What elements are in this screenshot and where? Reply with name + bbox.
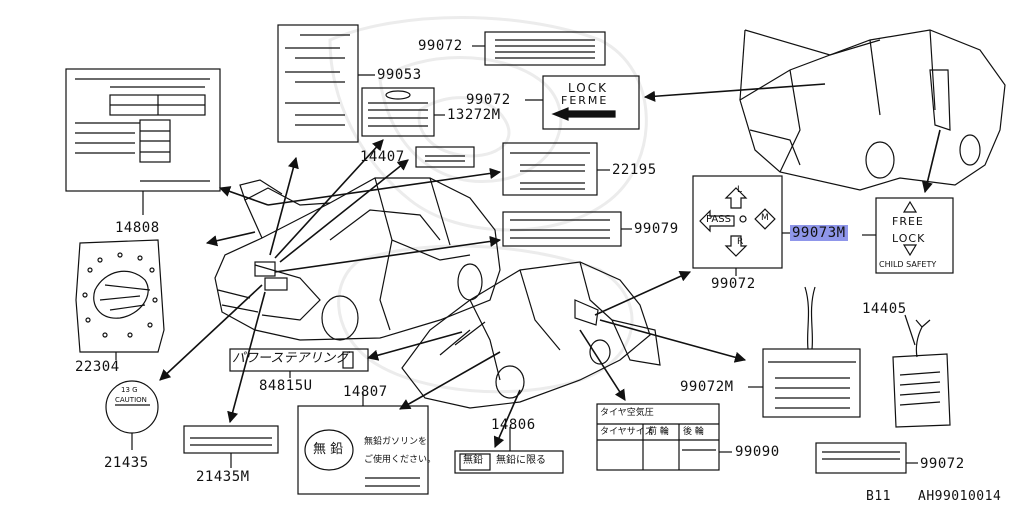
child-safety-text: CHILD SAFETY	[879, 260, 937, 269]
model-code: B11	[866, 489, 891, 504]
label-99053	[277, 24, 375, 143]
label-99072-bottom-right	[815, 442, 918, 474]
label-99072-top	[472, 31, 606, 66]
label-21435m	[183, 425, 279, 468]
unleaded-small-note: 無鉛に限る	[496, 455, 546, 466]
lock-text-2: LOCK	[892, 232, 926, 245]
tire-size-text: タイヤサイズ	[600, 427, 654, 437]
rear-wheel-text: 後 輪	[683, 427, 704, 437]
label-14407	[415, 146, 475, 168]
drawing-number: AH99010014	[918, 489, 1002, 504]
part-number-99072-bottom-right: 99072	[920, 456, 965, 472]
label-22304	[75, 239, 165, 360]
free-text: FREE	[892, 215, 924, 228]
label-14405	[892, 314, 951, 428]
label-13272m	[361, 87, 445, 137]
pass-text: PASS	[706, 214, 731, 225]
switch-l-text: L	[737, 185, 743, 195]
unleaded-note-line2: ご使用ください。	[364, 455, 437, 465]
part-number-14405: 14405	[862, 301, 907, 317]
part-number-99053: 99053	[377, 67, 422, 83]
lock-text: LOCK	[568, 81, 608, 95]
label-99073m	[862, 197, 954, 274]
front-wheel-text: 前 輪	[648, 427, 669, 437]
part-number-99079: 99079	[634, 221, 679, 237]
part-number-99072m: 99072M	[680, 379, 734, 395]
tire-pressure-header: タイヤ空気圧	[600, 408, 654, 418]
label-99072-switch	[692, 175, 790, 276]
label-22195	[502, 142, 610, 196]
label-99072m	[748, 286, 861, 418]
part-number-14808: 14808	[115, 220, 160, 236]
unleaded-kanji-text: 無 鉛	[313, 442, 344, 457]
part-number-14807: 14807	[343, 384, 388, 400]
part-number-21435: 21435	[104, 455, 149, 471]
label-14808	[65, 68, 221, 215]
part-number-21435m: 21435M	[196, 469, 250, 485]
switch-m-text: M	[761, 213, 769, 223]
ferme-text: FERME	[561, 94, 609, 107]
car-doors-open-illustration	[401, 261, 661, 409]
label-14807	[297, 392, 429, 495]
caution-text: CAUTION	[115, 396, 147, 404]
car-hood-open-illustration	[214, 177, 501, 341]
label-21435	[105, 380, 159, 450]
car-rear-illustration	[739, 29, 1006, 191]
switch-r-text: R	[737, 237, 744, 247]
part-number-13272m: 13272M	[447, 107, 501, 123]
label-99072-lock	[525, 75, 640, 130]
part-number-14806: 14806	[491, 417, 536, 433]
part-number-99090: 99090	[735, 444, 780, 460]
label-14806	[454, 427, 564, 474]
leader-arrows	[159, 83, 941, 449]
unleaded-note-line1: 無鉛ガソリンを	[364, 437, 428, 447]
label-99090	[596, 403, 732, 471]
part-number-84815u: 84815U	[259, 378, 313, 394]
part-number-99072-switch: 99072	[711, 276, 756, 292]
part-number-99072-lock: 99072	[466, 92, 511, 108]
caution-top-text: 13 G	[121, 386, 138, 394]
part-number-99072-top: 99072	[418, 38, 463, 54]
part-number-14407: 14407	[360, 149, 405, 165]
power-steering-text: パワーステアリング	[232, 351, 349, 366]
part-number-22195: 22195	[612, 162, 657, 178]
part-number-highlight: 99073M	[790, 225, 848, 241]
part-number-22304: 22304	[75, 359, 120, 375]
label-99079	[502, 211, 632, 247]
part-number-99073m: 99073M	[790, 225, 848, 241]
unleaded-small-text: 無鉛	[463, 455, 483, 466]
